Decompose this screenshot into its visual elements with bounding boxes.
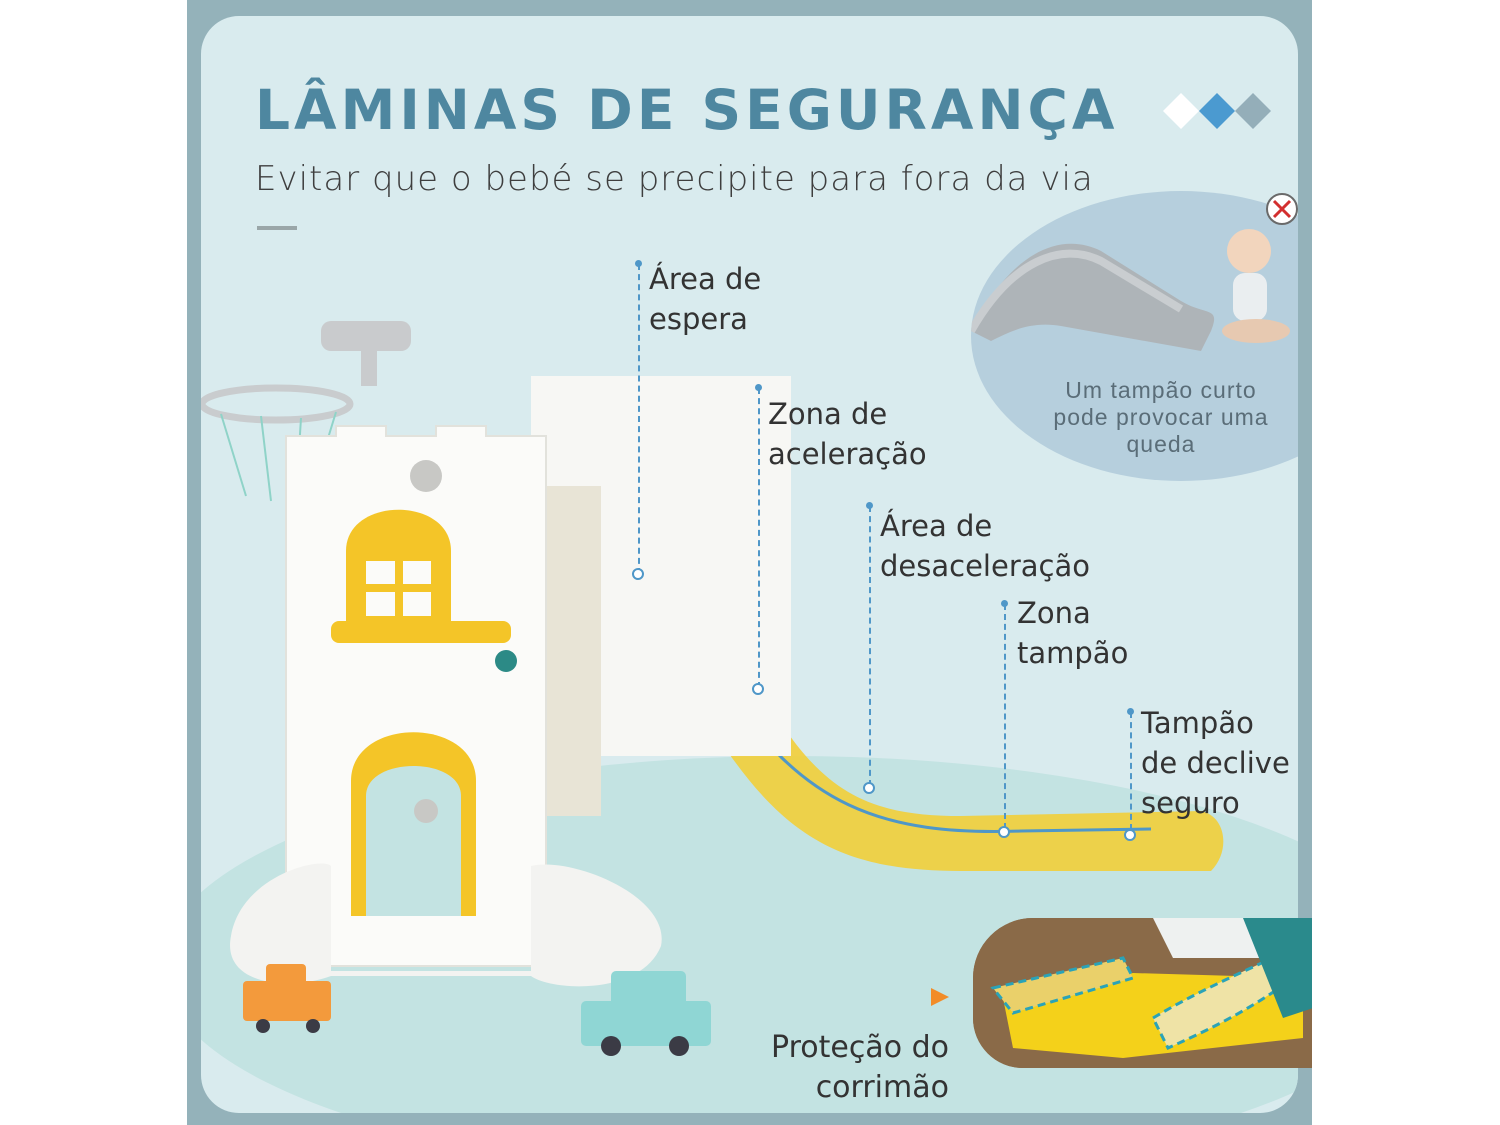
callout-node-acceleration	[752, 683, 764, 695]
handrail-line-1: Proteção do	[771, 1030, 949, 1065]
callout-dot-safe-slope	[1127, 708, 1134, 715]
short-buffer-warning-inset: Um tampão curto pode provocar uma queda	[971, 191, 1298, 481]
callout-buffer-line-1: Zona	[1017, 596, 1091, 630]
page-subtitle: Evitar que o bebé se precipite para fora…	[255, 159, 1094, 199]
title-divider	[257, 226, 297, 230]
inset-line-2: pode provocar uma	[1053, 404, 1269, 430]
callout-dot-acceleration	[755, 384, 762, 391]
callout-line-deceleration	[869, 506, 871, 786]
callout-dot-deceleration	[866, 502, 873, 509]
callout-waiting-line-1: Área de	[649, 262, 762, 296]
callout-buffer-line-2: tampão	[1017, 636, 1129, 670]
inset-warning-text: Um tampão curto pode provocar uma queda	[971, 377, 1298, 458]
callout-acceleration-line-1: Zona de	[768, 397, 888, 431]
callout-line-buffer	[1004, 604, 1006, 829]
callout-deceleration-line-2: desaceleração	[880, 549, 1090, 583]
handrail-guard-label: Proteção do corrimão	[771, 1028, 949, 1108]
short-slide-illustration	[971, 229, 1290, 351]
callout-line-safe-slope	[1130, 712, 1132, 830]
callout-line-acceleration	[758, 388, 760, 688]
callout-deceleration-area: Área de desaceleração	[880, 506, 1090, 586]
page-title: LÂMINAS DE SEGURANÇA	[255, 78, 1119, 142]
callout-safe-slope-buffer: Tampão de declive seguro	[1141, 703, 1290, 823]
callout-node-waiting	[632, 568, 644, 580]
handrail-detail-photo	[973, 918, 1312, 1068]
callout-safe-slope-line-3: seguro	[1141, 786, 1240, 820]
callout-waiting-area: Área de espera	[649, 259, 761, 339]
slide-playset-illustration	[201, 321, 1224, 1056]
product-frame: LÂMINAS DE SEGURANÇA Evitar que o bebé s…	[187, 0, 1312, 1125]
handrail-detail-illustration	[973, 918, 1312, 1068]
callout-dot-buffer	[1001, 600, 1008, 607]
callout-node-deceleration	[863, 782, 875, 794]
inset-line-3: queda	[1126, 431, 1196, 457]
inset-line-1: Um tampão curto	[1065, 377, 1257, 403]
callout-node-safe-slope	[1124, 829, 1136, 841]
callout-buffer-zone: Zona tampão	[1017, 593, 1128, 673]
play-triangle-icon	[931, 988, 949, 1006]
callout-line-waiting	[638, 264, 640, 574]
callout-safe-slope-line-1: Tampão	[1141, 706, 1254, 740]
callout-acceleration-line-2: aceleração	[768, 437, 927, 471]
callout-node-buffer	[998, 826, 1010, 838]
cross-circle-icon	[1266, 193, 1298, 225]
handrail-line-2: corrimão	[815, 1070, 949, 1105]
callout-waiting-line-2: espera	[649, 302, 748, 336]
callout-dot-waiting	[635, 260, 642, 267]
callout-acceleration-zone: Zona de aceleração	[768, 394, 927, 474]
callout-deceleration-line-1: Área de	[880, 509, 993, 543]
diamond-decoration-icon	[1163, 93, 1271, 129]
callout-safe-slope-line-2: de declive	[1141, 746, 1290, 780]
